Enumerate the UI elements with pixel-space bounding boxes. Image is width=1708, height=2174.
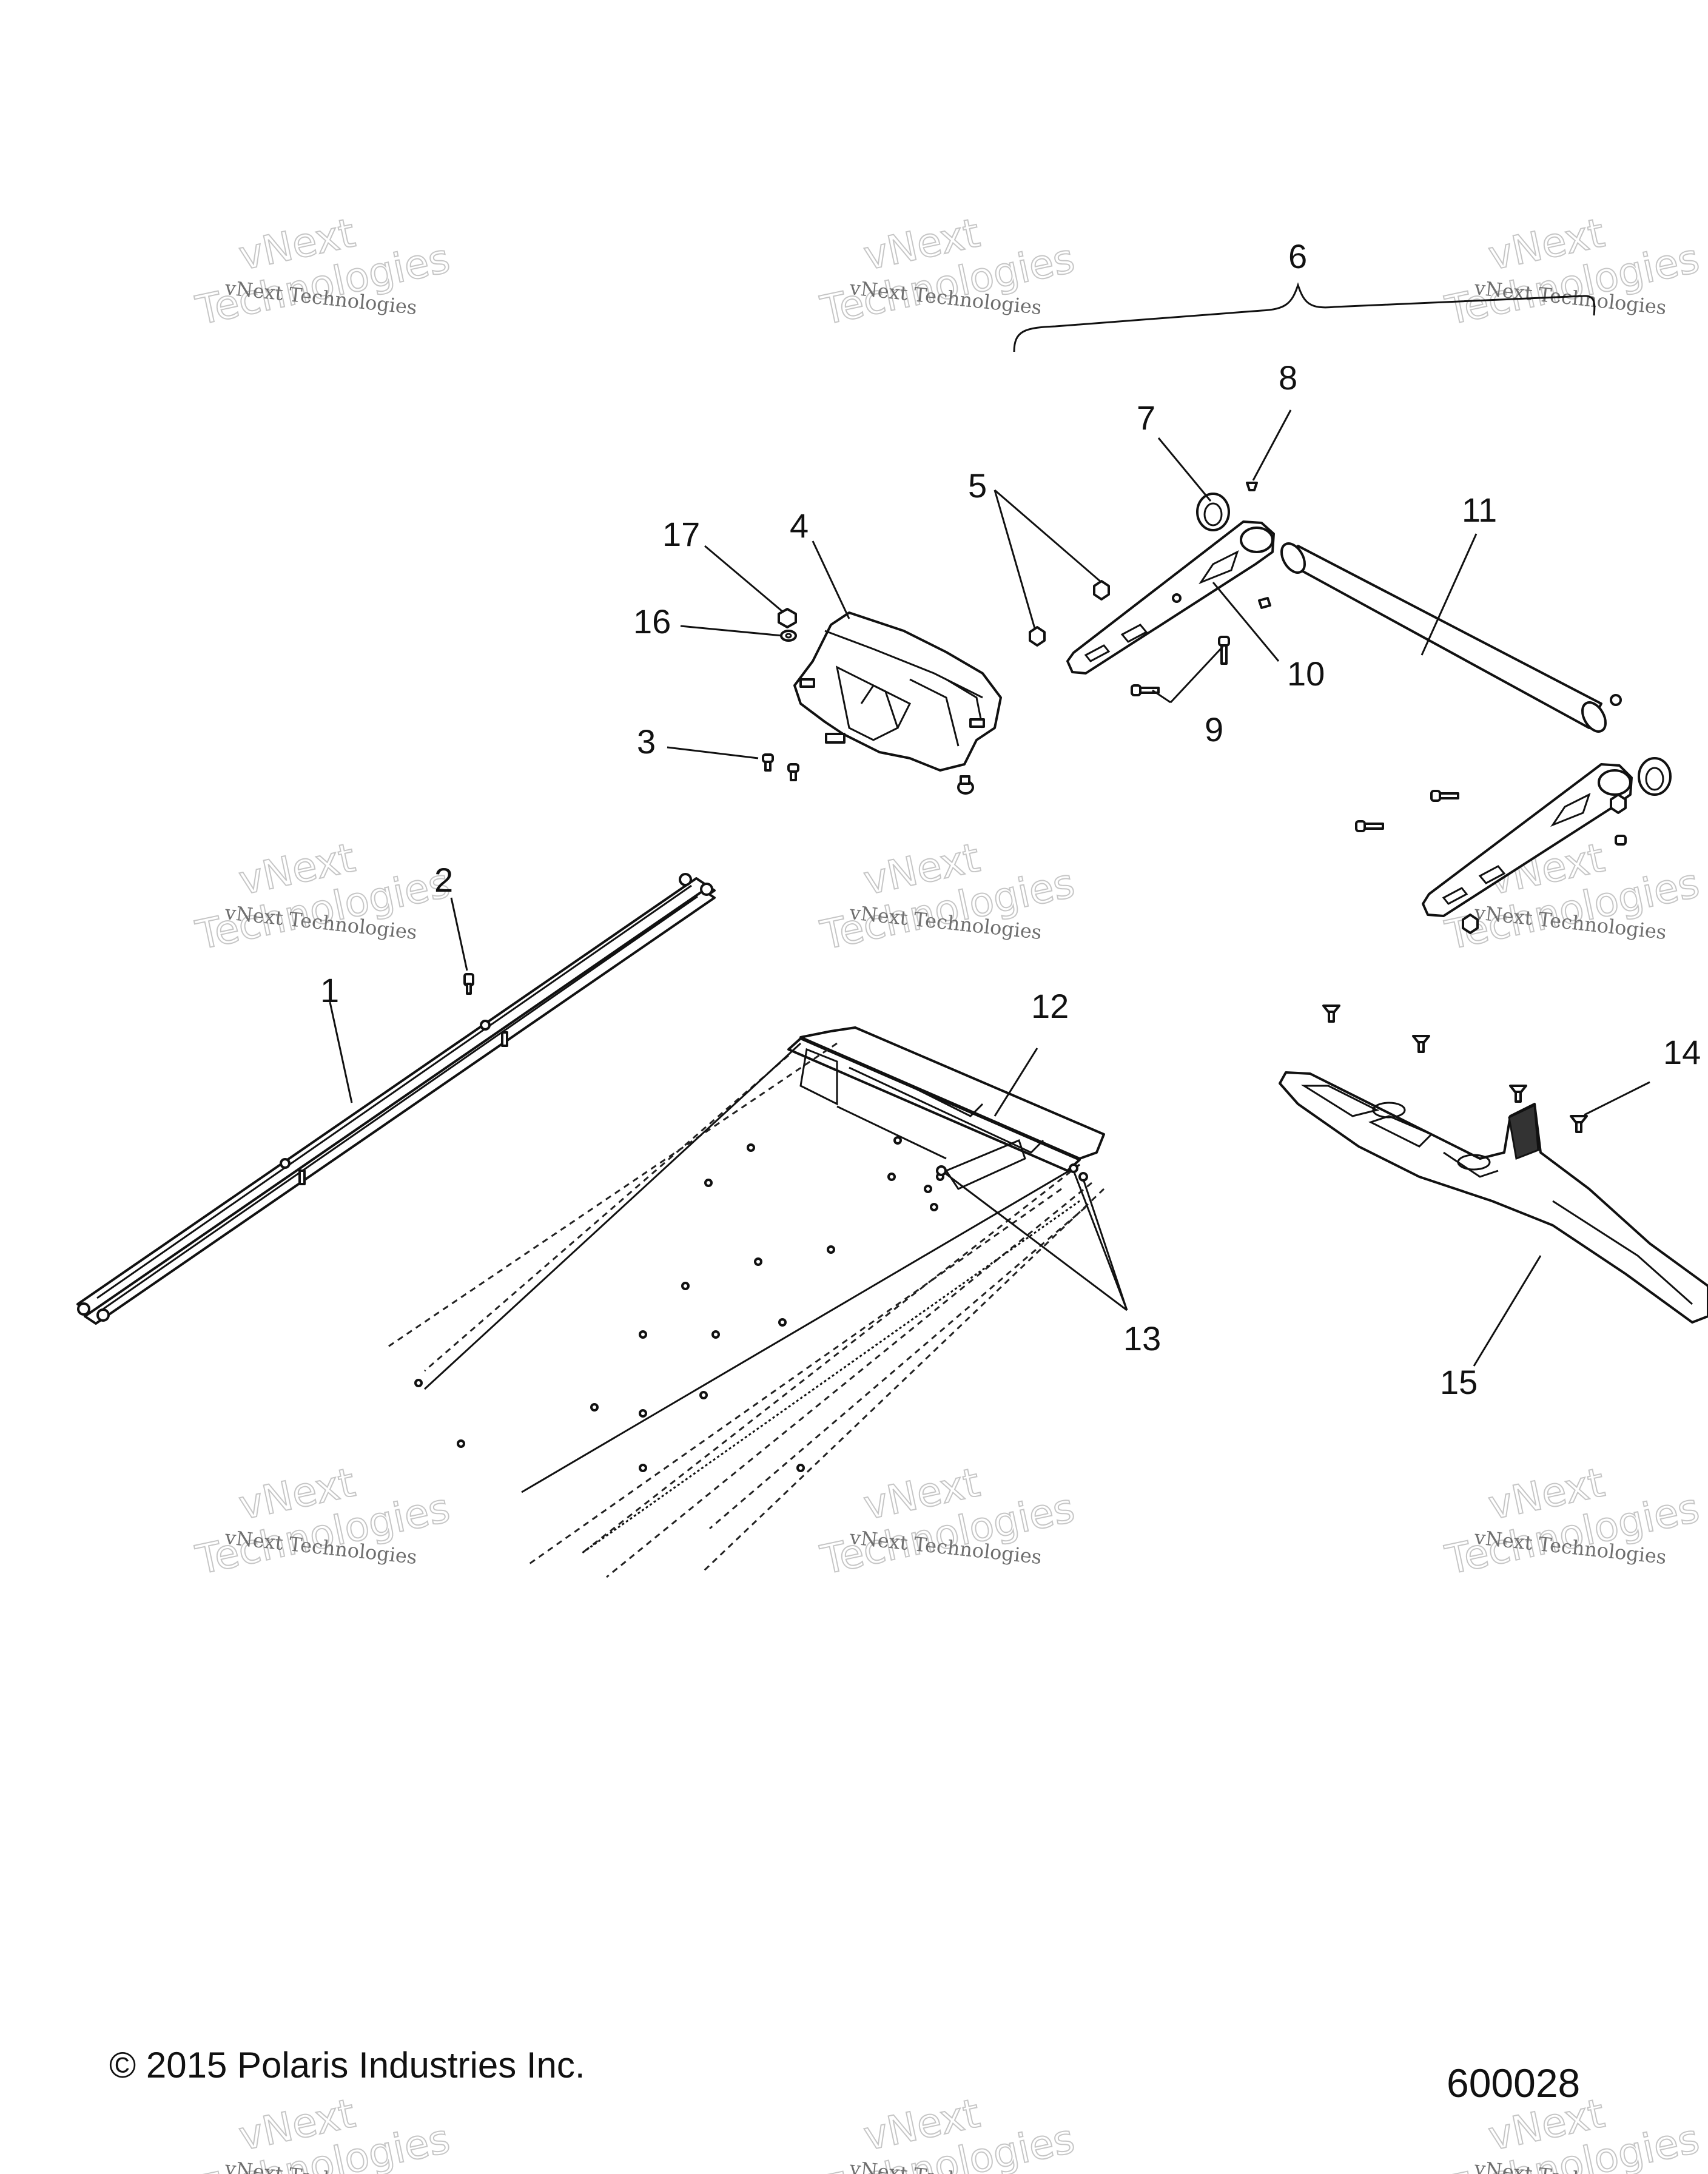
part-1-slide-rail <box>76 873 716 1325</box>
callout-15: 15 <box>1440 1363 1478 1401</box>
part-14-push-rivets <box>1322 1005 1588 1133</box>
part-10-arm <box>1066 520 1275 675</box>
callout-6: 6 <box>1288 237 1307 275</box>
callout-labels: 1 2 3 4 5 6 7 8 9 10 11 12 13 14 15 16 1… <box>320 237 1701 1401</box>
part-10-arm-lower <box>1355 757 1672 934</box>
part-11-shaft <box>1280 542 1622 733</box>
callout-7: 7 <box>1137 399 1155 437</box>
callout-3: 3 <box>637 722 656 761</box>
part-9-bolts <box>1131 597 1271 696</box>
callout-12: 12 <box>1031 987 1069 1025</box>
part-2-bolt <box>463 973 474 995</box>
callout-1: 1 <box>320 971 339 1009</box>
callout-4: 4 <box>790 506 809 545</box>
callout-2: 2 <box>434 861 453 899</box>
part-8-screw <box>1246 482 1258 491</box>
callout-13: 13 <box>1123 1319 1161 1358</box>
callout-16: 16 <box>633 602 671 641</box>
callout-10: 10 <box>1287 655 1325 693</box>
figure-number: 600028 <box>1447 2061 1581 2105</box>
copyright-text: © 2015 Polaris Industries Inc. <box>109 2045 585 2085</box>
part-17-nut <box>778 608 797 628</box>
part-16-washer <box>780 630 797 642</box>
part-4-cover <box>793 611 1002 795</box>
callout-9: 9 <box>1205 710 1223 749</box>
group-bracket-6 <box>1013 282 1596 352</box>
callout-5: 5 <box>968 466 987 505</box>
callout-17: 17 <box>662 515 700 553</box>
part-5-nuts <box>1029 580 1110 647</box>
part-3-screws <box>762 753 799 781</box>
part-7-bearing <box>1196 493 1230 531</box>
part-12-tunnel <box>388 1026 1105 1578</box>
callout-14: 14 <box>1663 1033 1701 1071</box>
part-15-bracket <box>1279 1071 1708 1324</box>
callout-11: 11 <box>1462 491 1497 529</box>
callout-8: 8 <box>1279 358 1297 397</box>
leader-lines <box>329 409 1650 1367</box>
